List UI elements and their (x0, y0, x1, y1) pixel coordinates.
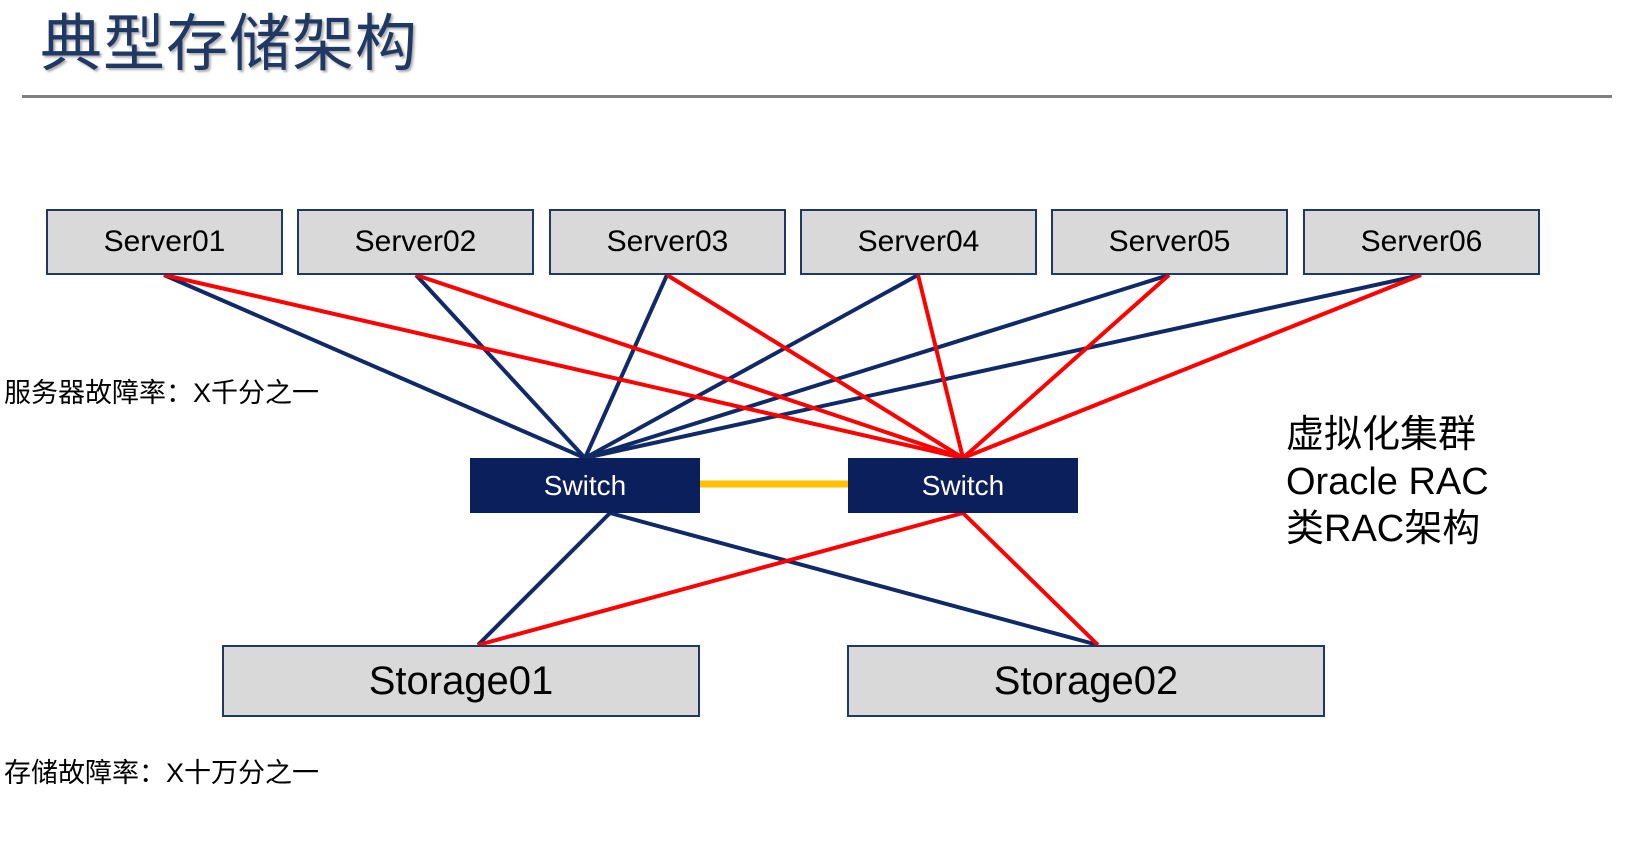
switch-node-label: Switch (921, 469, 1005, 501)
cluster-note-line-2: Oracle RAC (1286, 461, 1489, 503)
server-node-3[interactable]: Server03 (549, 209, 786, 275)
link-server04-to-switchleft (584, 273, 919, 460)
storage-node-label: Storage01 (368, 658, 554, 703)
server-node-label: Server05 (1108, 225, 1231, 258)
link-switchleft-to-storage01 (476, 511, 612, 647)
server-node-4[interactable]: Server04 (800, 209, 1037, 275)
link-switchleft-to-storage02 (609, 511, 1099, 647)
server-node-label: Server06 (1360, 225, 1483, 258)
link-server05-to-switchright (961, 273, 1171, 460)
switch-node-right[interactable]: Switch (848, 458, 1078, 513)
link-server01-to-switchleft (163, 273, 586, 460)
server-node-label: Server04 (857, 225, 980, 258)
link-server06-to-switchright (962, 273, 1422, 460)
link-server02-to-switchright (415, 273, 964, 460)
server-node-1[interactable]: Server01 (46, 209, 283, 275)
cluster-architecture-note: 虚拟化集群 Oracle RAC 类RAC架构 (1286, 412, 1489, 553)
server-node-label: Server02 (354, 225, 477, 258)
page-title: 典型存储架构 (40, 10, 419, 79)
switch-node-label: Switch (543, 469, 627, 501)
cluster-note-line-1: 虚拟化集群 (1286, 414, 1477, 456)
link-server01-to-switchright (163, 273, 964, 460)
server-node-2[interactable]: Server02 (297, 209, 534, 275)
link-server02-to-switchleft (414, 273, 587, 460)
storage-node-2[interactable]: Storage02 (847, 645, 1325, 717)
storage-failure-rate-note: 存储故障率：X十万分之一 (4, 758, 320, 788)
server-node-6[interactable]: Server06 (1303, 209, 1540, 275)
link-server05-to-switchleft (584, 273, 1170, 460)
link-switchright-to-storage02 (961, 511, 1100, 647)
server-node-5[interactable]: Server05 (1051, 209, 1288, 275)
cluster-note-line-3: 类RAC架构 (1286, 508, 1481, 550)
server-failure-rate-note: 服务器故障率：X千分之一 (4, 378, 320, 408)
server-node-label: Server01 (103, 225, 226, 258)
link-server03-to-switchleft (583, 274, 669, 459)
link-switchright-to-storage01 (477, 511, 964, 647)
link-server03-to-switchright (665, 273, 965, 460)
storage-node-1[interactable]: Storage01 (222, 645, 700, 717)
switch-node-left[interactable]: Switch (470, 458, 700, 513)
title-divider (22, 95, 1612, 98)
link-server04-to-switchright (916, 274, 965, 459)
storage-node-label: Storage02 (993, 658, 1179, 703)
server-node-label: Server03 (606, 225, 729, 258)
link-server06-to-switchleft (584, 273, 1422, 460)
